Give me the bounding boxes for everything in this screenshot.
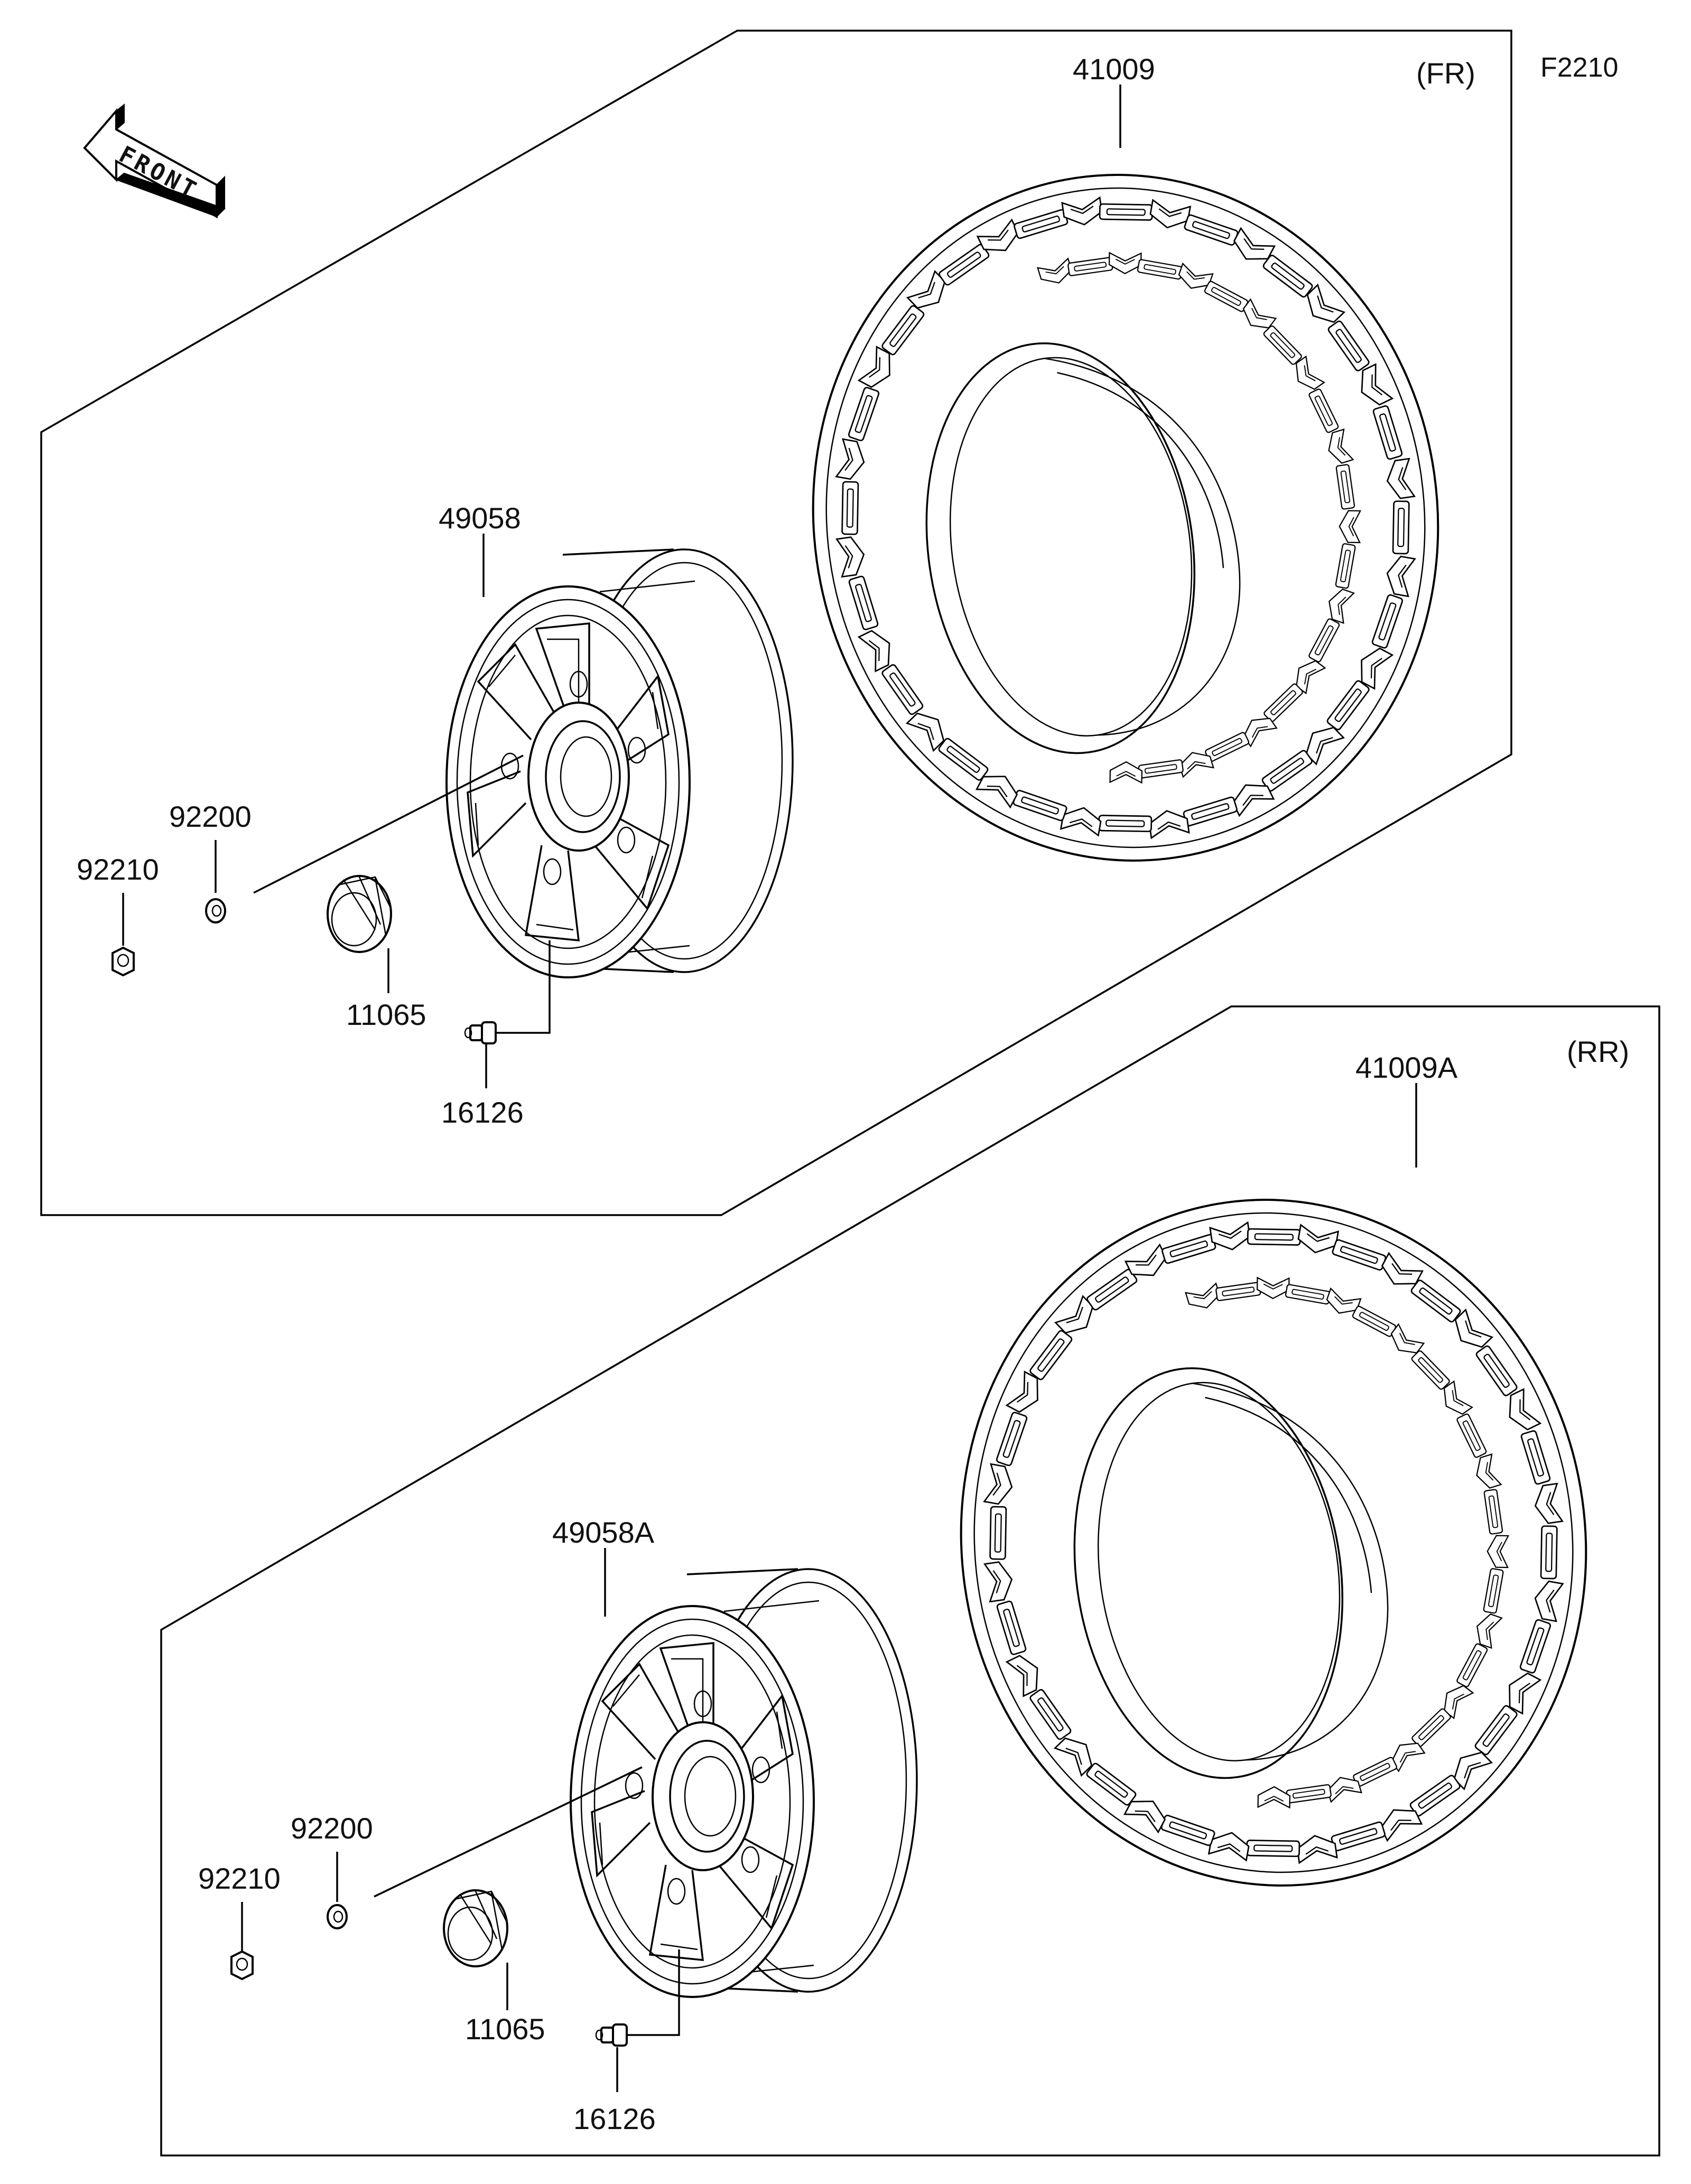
rear-washer-label: 92200 — [291, 1812, 373, 1845]
front-wheel-illustration — [445, 548, 794, 978]
rear-leader-lines — [241, 1083, 1417, 2092]
front-wheel-label: 49058 — [439, 501, 521, 535]
front-nut-label: 92210 — [77, 853, 159, 886]
rear-wheel-label: 49058A — [552, 1516, 655, 1549]
front-section: (FR) 41009 49058 92200 92210 11065 16126 — [40, 30, 1512, 1216]
front-tire-illustration — [769, 134, 1482, 901]
front-section-tag: (FR) — [1416, 57, 1475, 90]
front-arrow-icon: FRONT — [83, 103, 226, 219]
front-tire-label: 41009 — [1073, 52, 1155, 86]
rear-nut-label: 92210 — [198, 1862, 281, 1895]
front-section-border — [40, 30, 1512, 1216]
rear-tire-label: 41009A — [1355, 1051, 1458, 1084]
rear-valve-label: 16126 — [573, 2102, 656, 2135]
front-valve-label: 16126 — [441, 1096, 524, 1129]
front-valve-illustration — [464, 1021, 497, 1044]
front-cap-label: 11065 — [346, 998, 426, 1031]
front-nut-illustration — [112, 947, 135, 976]
front-cap-illustration — [327, 875, 392, 953]
rear-nut-illustration — [230, 1950, 254, 1980]
rear-washer-illustration — [327, 1904, 348, 1929]
front-leader-lines — [122, 85, 1121, 1088]
rear-section-tag: (RR) — [1567, 1035, 1629, 1068]
rear-tire-illustration — [917, 1159, 1630, 1926]
rear-wheel-illustration — [570, 1568, 918, 1998]
rear-section: (RR) 41009A 49058A 92200 92210 11065 161… — [160, 1005, 1660, 2157]
rear-cap-illustration — [443, 1889, 508, 1967]
diagram-code: F2210 — [1540, 52, 1618, 83]
rear-section-border — [160, 1005, 1660, 2157]
front-washer-label: 92200 — [169, 800, 252, 833]
rear-valve-illustration — [595, 2023, 628, 2047]
front-washer-illustration — [205, 898, 226, 923]
rear-cap-label: 11065 — [465, 2012, 545, 2046]
